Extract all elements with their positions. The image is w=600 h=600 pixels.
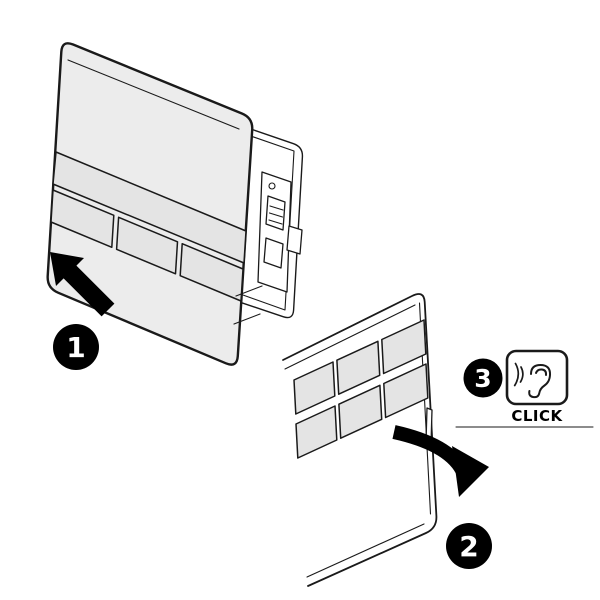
step-3-badge: 3 <box>463 358 503 398</box>
mounting-frame <box>149 90 304 319</box>
step-3-indicator: 3 CLICK <box>455 349 594 428</box>
sound-wave-small <box>519 366 524 383</box>
panel-button-2 <box>115 216 179 275</box>
rear-panel-bottom-line <box>306 523 425 578</box>
step-1-badge: 1 <box>53 324 99 370</box>
frame-mechanism-hatch <box>268 205 284 225</box>
rear-panel-bevel-line <box>284 304 416 370</box>
panel-button-1 <box>50 189 115 249</box>
step-1-badge-circle <box>53 324 99 370</box>
rear-panel <box>282 293 438 587</box>
hinge-arm-bottom <box>233 313 261 325</box>
step-3-number: 3 <box>474 364 491 393</box>
step-2-badge: 2 <box>446 523 492 569</box>
sound-wave-large <box>513 362 520 387</box>
frame-mechanism-slot-top <box>265 195 286 231</box>
step-1-number: 1 <box>66 331 85 364</box>
frame-mechanism-slot-bottom <box>263 237 284 269</box>
frame-mechanism-plate <box>257 171 292 293</box>
rear-button-5 <box>338 384 383 439</box>
ear-inner-curve <box>535 368 548 376</box>
step-3-badge-circle <box>463 358 503 398</box>
rear-button-6 <box>383 363 429 419</box>
step-2-number: 2 <box>459 530 478 563</box>
ear-sound-icon <box>505 349 569 406</box>
arrow-up-left-icon <box>50 252 115 317</box>
front-panel <box>46 42 263 366</box>
curved-arrow-head <box>452 446 489 497</box>
step-1-indicator: 1 <box>50 252 115 370</box>
panel-button-3 <box>179 242 244 302</box>
frame-side-clip <box>286 225 303 255</box>
rear-button-2 <box>336 340 381 395</box>
panel-button-strip <box>52 151 247 264</box>
rear-button-1 <box>293 361 336 415</box>
rear-button-3 <box>381 319 427 375</box>
step-2-indicator: 2 <box>392 425 492 569</box>
step-2-badge-circle <box>446 523 492 569</box>
click-label: CLICK <box>511 407 563 425</box>
ear-outline <box>528 364 552 399</box>
front-panel-bevel-line <box>67 59 240 130</box>
ear-sound-icon-frame <box>505 349 569 406</box>
hinge-arm-top <box>235 285 263 297</box>
rear-button-4 <box>295 405 338 459</box>
frame-pin <box>268 182 276 190</box>
